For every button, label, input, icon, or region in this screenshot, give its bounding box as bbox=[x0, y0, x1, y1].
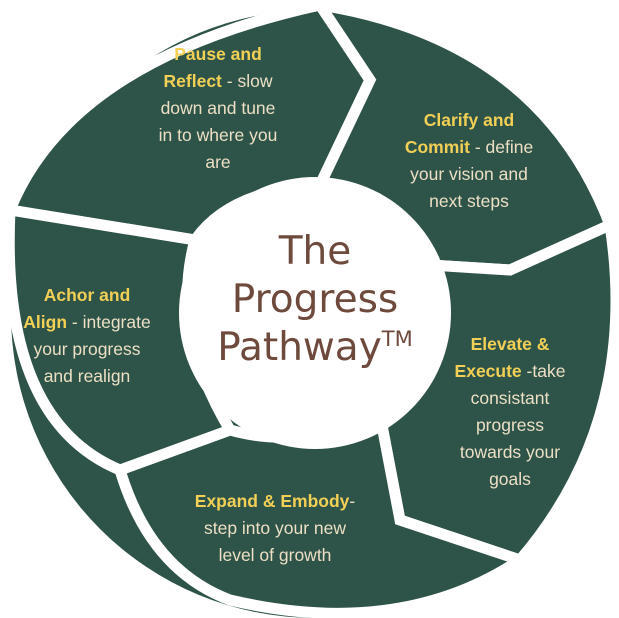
step-title: Execute bbox=[454, 361, 522, 381]
step-description: step into your new bbox=[203, 518, 347, 538]
step-description: down and tune bbox=[160, 98, 276, 118]
step-expand-and-embody: Expand & Embody- step into your new leve… bbox=[160, 488, 390, 569]
step-description: - bbox=[349, 491, 356, 511]
step-title: Elevate & bbox=[470, 334, 550, 354]
center-title-pathway: Pathway bbox=[217, 325, 382, 370]
step-description: - define bbox=[469, 137, 534, 157]
step-achor-and-align: Achor and Align - integrate your progres… bbox=[2, 282, 172, 390]
step-title: Achor and bbox=[43, 285, 131, 305]
step-description: goals bbox=[489, 469, 531, 489]
step-description: next steps bbox=[429, 191, 509, 211]
center-title-line-1: The bbox=[278, 229, 352, 274]
step-title: Align bbox=[23, 312, 68, 332]
center-title-line-2: Progress bbox=[231, 277, 399, 322]
step-pause-and-reflect: Pause and Reflect - slow down and tune i… bbox=[130, 41, 306, 176]
step-title: Expand & Embody bbox=[194, 491, 350, 511]
center-title: The Progress PathwayTM bbox=[190, 228, 440, 372]
step-description: and realign bbox=[43, 366, 131, 386]
step-title: Reflect bbox=[163, 71, 222, 91]
step-title: Clarify and bbox=[423, 110, 515, 130]
center-title-line-3: PathwayTM bbox=[190, 324, 440, 372]
center-circle bbox=[179, 177, 451, 449]
step-description: progress bbox=[475, 415, 545, 435]
step-description: - integrate bbox=[67, 312, 151, 332]
step-description: level of growth bbox=[218, 545, 332, 565]
step-title: Commit bbox=[404, 137, 470, 157]
trademark-mark: TM bbox=[381, 327, 413, 351]
step-title: Pause and bbox=[174, 44, 262, 64]
step-clarify-and-commit: Clarify and Commit - define your vision … bbox=[378, 107, 560, 215]
step-description: - slow bbox=[221, 71, 273, 91]
step-description: your progress bbox=[33, 339, 141, 359]
step-description: your vision and bbox=[410, 164, 528, 184]
step-description: -take bbox=[521, 361, 566, 381]
step-description: are bbox=[205, 152, 231, 172]
step-description: consistant bbox=[470, 388, 550, 408]
step-description: towards your bbox=[459, 442, 561, 462]
step-elevate-and-execute: Elevate & Execute -take consistant progr… bbox=[425, 331, 595, 493]
step-description: in to where you bbox=[158, 125, 278, 145]
